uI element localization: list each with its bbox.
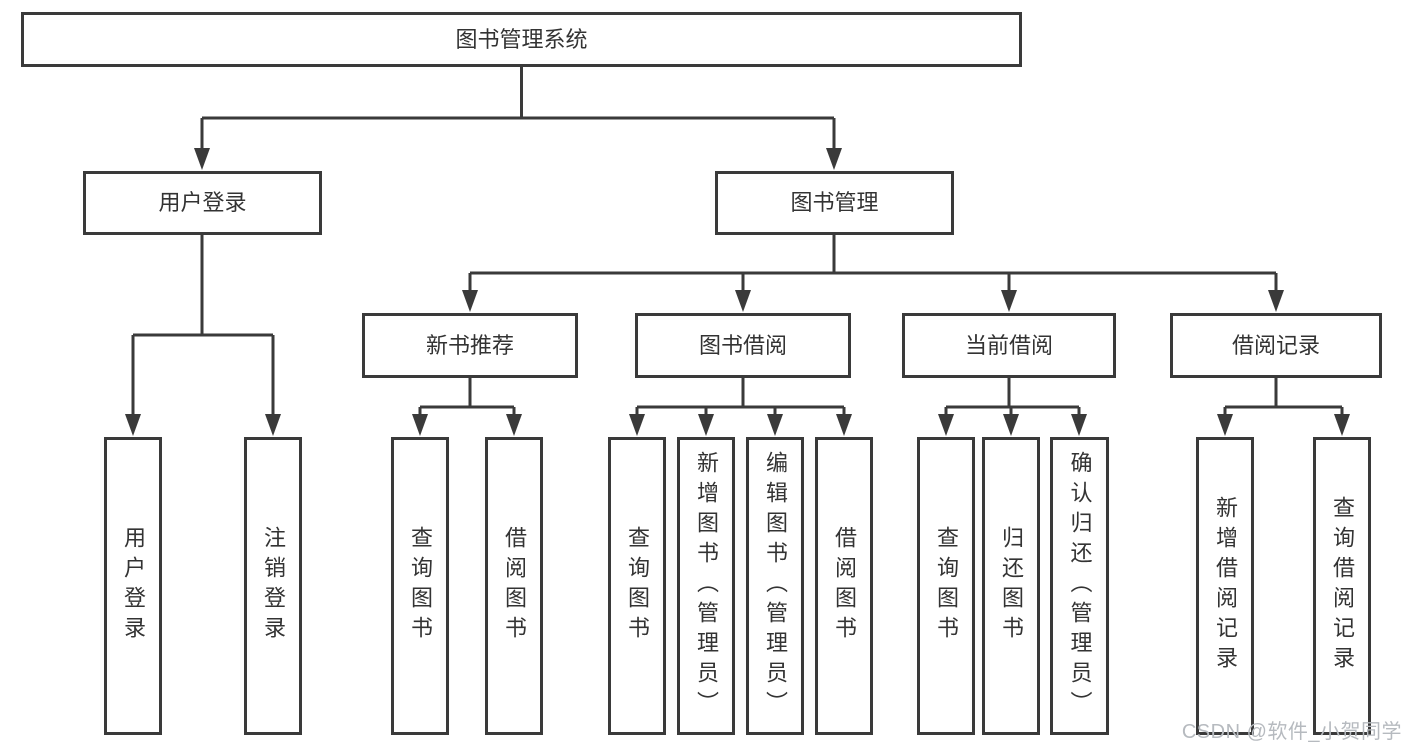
connector-paths [131, 67, 1344, 418]
leaf-return-books: 归还图书 [982, 437, 1040, 735]
node-new-book-recommend: 新书推荐 [362, 313, 578, 378]
node-current-borrow-label: 当前借阅 [964, 332, 1053, 358]
node-book-borrow: 图书借阅 [635, 313, 851, 378]
leaf-logout-login: 注销登录 [244, 437, 302, 735]
node-book-management: 图书管理 [715, 171, 954, 235]
node-new-book-recommend-label: 新书推荐 [425, 332, 514, 358]
node-user-login-label: 用户登录 [158, 190, 247, 215]
leaf-query-books-3: 查询图书 [917, 437, 975, 735]
leaf-query-books-1: 查询图书 [391, 437, 449, 735]
leaf-user-login: 用户登录 [104, 437, 162, 735]
node-root-label: 图书管理系统 [455, 26, 588, 52]
node-borrow-records: 借阅记录 [1170, 313, 1382, 378]
leaf-query-borrow-record: 查询借阅记录 [1313, 437, 1371, 735]
leaf-confirm-return-admin: 确认归还（管理员） [1050, 437, 1109, 735]
leaf-add-borrow-record: 新增借阅记录 [1196, 437, 1254, 735]
leaf-query-books-2: 查询图书 [608, 437, 666, 735]
arrowheads [125, 148, 1350, 436]
leaf-borrow-books-2: 借阅图书 [815, 437, 873, 735]
node-book-borrow-label: 图书借阅 [698, 332, 787, 358]
leaf-edit-books-admin: 编辑图书（管理员） [746, 437, 804, 735]
node-root: 图书管理系统 [21, 12, 1022, 67]
node-current-borrow: 当前借阅 [902, 313, 1116, 378]
leaf-borrow-books-1: 借阅图书 [485, 437, 543, 735]
node-book-management-label: 图书管理 [790, 190, 879, 215]
node-user-login: 用户登录 [83, 171, 322, 235]
leaf-add-books-admin: 新增图书（管理员） [677, 437, 735, 735]
node-borrow-records-label: 借阅记录 [1231, 332, 1320, 358]
